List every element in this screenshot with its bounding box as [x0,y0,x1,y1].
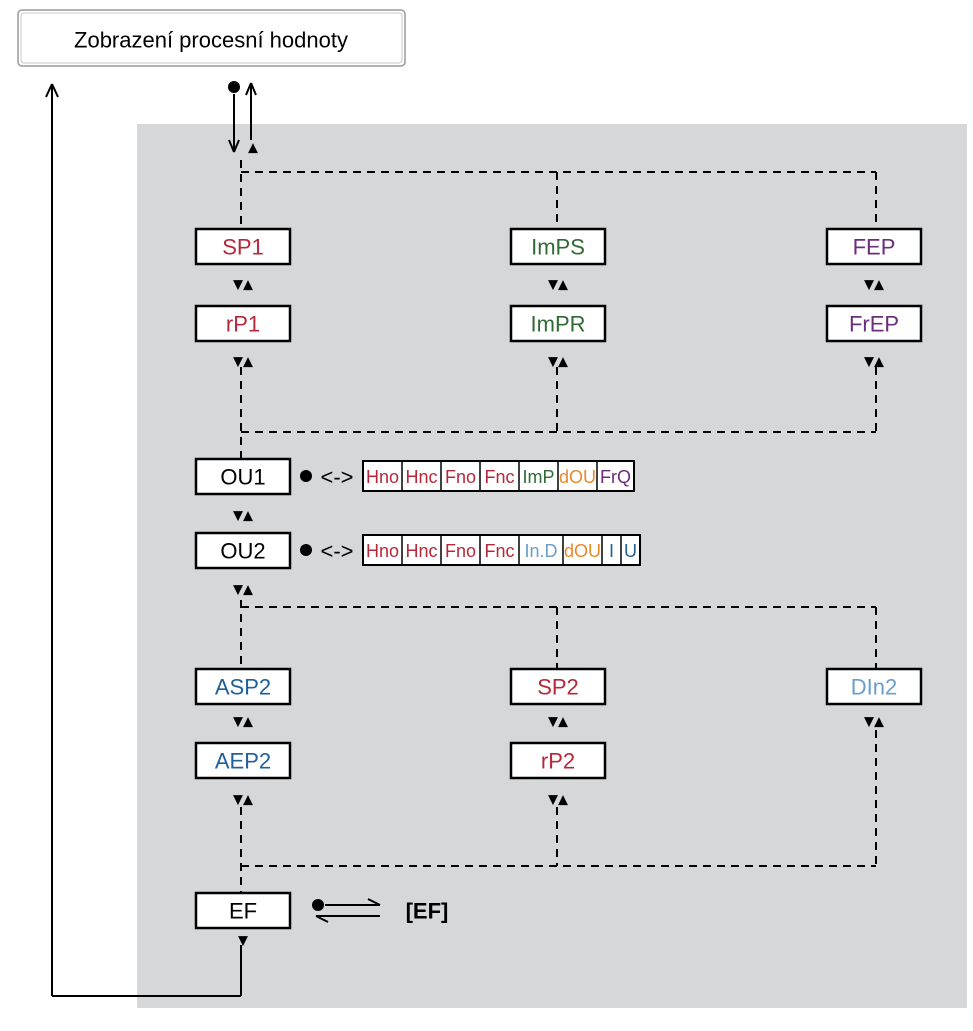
rp2-box[interactable] [509,741,607,780]
rp2-label: rP2 [541,749,575,774]
branch-2-lines [240,600,877,893]
option-fno[interactable]: Fno [445,541,476,561]
option-ind[interactable]: In.D [524,541,557,561]
entry-arrows: ▲ [228,81,258,156]
option-imp[interactable]: ImP [522,467,554,487]
option-fno[interactable]: Fno [445,467,476,487]
ou2-label: OU2 [220,539,265,564]
option-fnc[interactable]: Fnc [484,541,514,561]
din2-box[interactable] [825,667,923,706]
ou1-options-frame [362,460,635,492]
button-press-dot-ef [312,899,324,911]
option-fnc[interactable]: Fnc [484,467,514,487]
ef-box[interactable] [194,891,292,930]
option-u[interactable]: U [624,541,637,561]
return-path [45,83,242,997]
asp2-box[interactable] [194,667,292,706]
option-hnc[interactable]: Hnc [405,541,437,561]
option-hno[interactable]: Hno [366,541,399,561]
up-down-arrow-icon: ▼▲ [233,583,253,598]
din2-label: DIn2 [851,675,897,700]
up-down-arrow-icon: ▼▲ [233,355,253,370]
button-press-dot-ou1 [300,470,312,482]
imps-box[interactable] [509,227,607,266]
fep-label: FEP [853,235,896,260]
up-down-arrow-icon: ▼▲ [548,715,568,730]
up-down-arrow-icon: ▼▲ [864,278,884,293]
ou1-label: OU1 [220,465,265,490]
aep2-label: AEP2 [215,749,271,774]
option-hno[interactable]: Hno [366,467,399,487]
frep-box[interactable] [825,304,923,343]
button-press-dot-ou2 [300,544,312,556]
fep-box[interactable] [825,227,923,266]
process-value-display-title: Zobrazení procesní hodnoty [74,28,348,53]
branch-1-lines [240,160,877,458]
ef-label: EF [229,899,257,924]
down-arrow-icon: ▼ [238,934,248,949]
up-down-arrow-icon: ▼▲ [233,793,253,808]
option-i[interactable]: I [609,541,614,561]
option-hnc[interactable]: Hnc [405,467,437,487]
bidirectional-arrow-icon: <-> [320,539,353,564]
rp1-label: rP1 [226,312,260,337]
up-arrow-icon: ▲ [248,141,258,156]
up-down-arrow-icon: ▼▲ [548,355,568,370]
up-down-arrow-icon: ▼▲ [864,355,884,370]
impr-box[interactable] [509,304,607,343]
up-down-arrow-icon: ▼▲ [548,278,568,293]
option-dou[interactable]: dOU [564,541,601,561]
bidirectional-arrow-icon: <-> [320,465,353,490]
option-dou[interactable]: dOU [559,467,596,487]
option-frq[interactable]: FrQ [600,467,631,487]
process-value-display-box[interactable] [17,9,406,67]
button-press-dot-entry [228,81,240,93]
sp2-box[interactable] [509,667,607,706]
up-down-arrow-icon: ▼▲ [233,509,253,524]
impr-label: ImPR [531,312,586,337]
up-down-arrow-icon: ▼▲ [233,278,253,293]
up-down-arrow-icon: ▼▲ [233,715,253,730]
ou2-box[interactable] [194,531,292,570]
aep2-box[interactable] [194,741,292,780]
imps-label: ImPS [531,235,585,260]
sp2-label: SP2 [537,675,579,700]
ef-submenu-arrows [312,898,381,923]
asp2-label: ASP2 [215,675,271,700]
sp1-label: SP1 [222,235,264,260]
sp1-box[interactable] [194,227,292,266]
ef-target-label[interactable]: [EF] [406,899,449,924]
ou2-options-frame [362,534,641,566]
rp1-box[interactable] [194,304,292,343]
frep-label: FrEP [849,312,899,337]
up-down-arrow-icon: ▼▲ [864,715,884,730]
ou1-box[interactable] [194,457,292,496]
up-down-arrow-icon: ▼▲ [548,793,568,808]
